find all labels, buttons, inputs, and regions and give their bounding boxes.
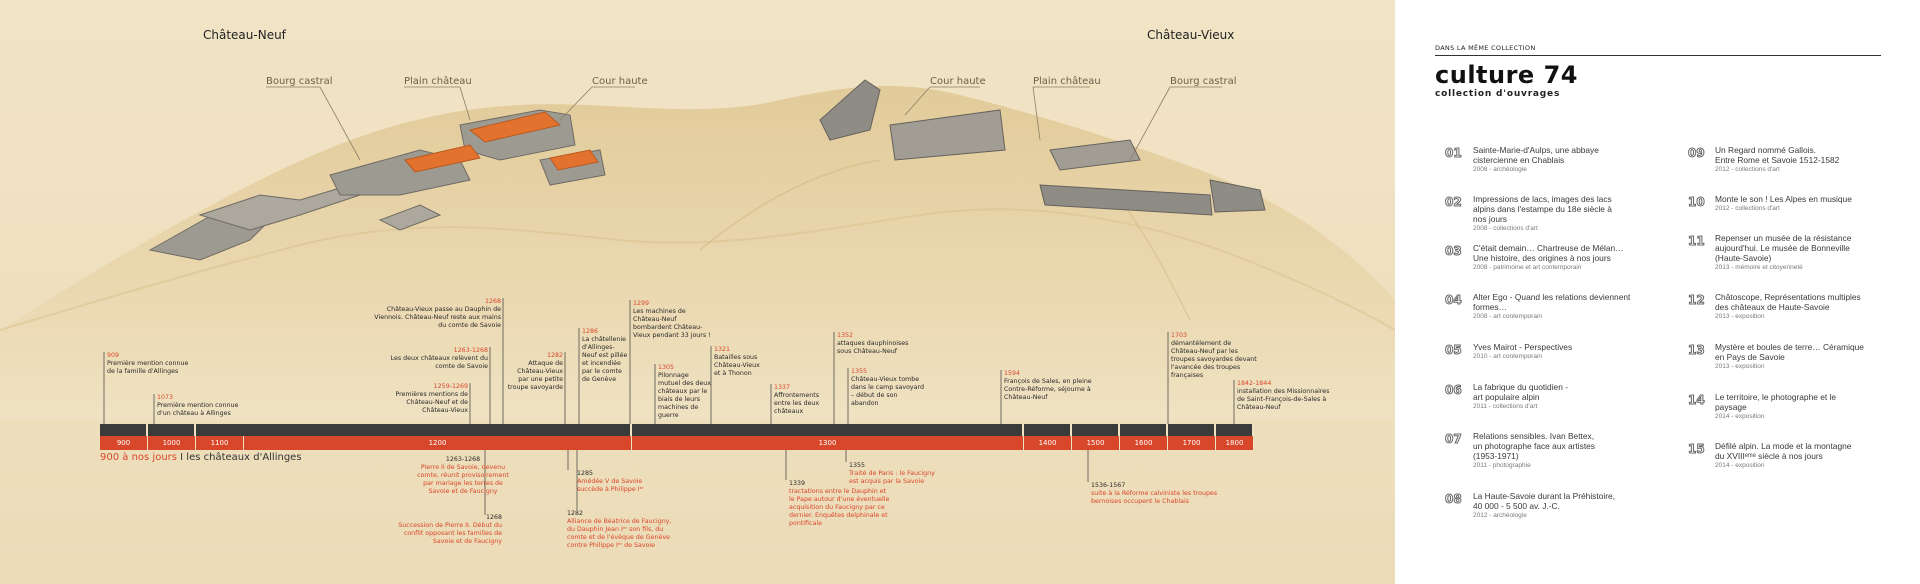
area-label-left-cour: Cour haute bbox=[592, 76, 648, 87]
collection-item[interactable]: La fabrique du quotidien - art populaire… bbox=[1473, 382, 1568, 410]
collection-header: DANS LA MÊME COLLECTION bbox=[1435, 44, 1536, 52]
century-1400: 1400 bbox=[1024, 436, 1072, 450]
century-divider bbox=[196, 424, 632, 436]
collection-item[interactable]: Un Regard nommé Gallois. Entre Rome et S… bbox=[1715, 145, 1840, 173]
collection-item[interactable]: Défilé alpin. La mode et la montagne du … bbox=[1715, 441, 1852, 469]
collection-item-number: 13 bbox=[1688, 343, 1706, 357]
chateau-neuf-roofs bbox=[404, 111, 599, 173]
century-divider bbox=[1072, 424, 1120, 436]
timeline-title-part1: 900 à nos jours bbox=[100, 452, 177, 463]
collection-item[interactable]: Le territoire, le photographe et le pays… bbox=[1715, 392, 1837, 420]
area-label-right-cour: Cour haute bbox=[930, 76, 986, 87]
century-1800: 1800 bbox=[1216, 436, 1254, 450]
collection-item-number: 05 bbox=[1445, 343, 1463, 357]
timeline-dark-bar bbox=[100, 424, 1254, 436]
collection-item-number: 02 bbox=[1445, 195, 1463, 209]
collection-title: culture 74 bbox=[1435, 61, 1578, 89]
collection-item-number: 09 bbox=[1688, 146, 1706, 160]
collection-item-number: 08 bbox=[1445, 492, 1463, 506]
collection-item-number: 04 bbox=[1445, 293, 1463, 307]
timeline-title: 900 à nos jours I les châteaux d'Allinge… bbox=[100, 452, 302, 463]
century-1700: 1700 bbox=[1168, 436, 1216, 450]
collection-item[interactable]: Châtoscope, Représentations multiples de… bbox=[1715, 292, 1861, 320]
collection-item[interactable]: Alter Ego - Quand les relations devienne… bbox=[1473, 292, 1631, 320]
century-1100: 1100 bbox=[196, 436, 244, 450]
collection-item[interactable]: Repenser un musée de la résistance aujou… bbox=[1715, 233, 1852, 271]
collection-panel: DANS LA MÊME COLLECTION culture 74 colle… bbox=[1395, 0, 1920, 584]
chateau-vieux-title: Château-Vieux bbox=[1147, 28, 1235, 42]
century-divider bbox=[148, 424, 196, 436]
collection-header-rule bbox=[1435, 55, 1881, 56]
collection-item[interactable]: La Haute-Savoie durant la Préhistoire, 4… bbox=[1473, 491, 1615, 519]
century-divider bbox=[632, 424, 1024, 436]
timeline-title-separator: I bbox=[176, 452, 187, 463]
collection-item-number: 12 bbox=[1688, 293, 1706, 307]
century-900: 900 bbox=[100, 436, 148, 450]
label-leader-lines bbox=[266, 86, 1222, 161]
event-connectors bbox=[103, 298, 1235, 515]
area-label-right-bourg: Bourg castral bbox=[1170, 76, 1237, 87]
chateau-vieux-ruins bbox=[819, 79, 1266, 216]
century-1600: 1600 bbox=[1120, 436, 1168, 450]
century-1200: 1200 bbox=[244, 436, 632, 450]
timeline-red-bar bbox=[100, 436, 1254, 450]
collection-item-number: 07 bbox=[1445, 432, 1463, 446]
collection-item[interactable]: Relations sensibles. Ivan Bettex, un pho… bbox=[1473, 431, 1595, 469]
chateau-neuf-title: Château-Neuf bbox=[203, 28, 286, 42]
area-label-left-plain: Plain château bbox=[404, 76, 472, 87]
timeline-illustration-panel: Château-Neuf Château-Vieux Bourg castral… bbox=[0, 0, 1395, 584]
collection-item-number: 10 bbox=[1688, 195, 1706, 209]
castle-landscape-illustration bbox=[0, 0, 1395, 584]
collection-subtitle: collection d'ouvrages bbox=[1435, 89, 1561, 99]
collection-item-number: 11 bbox=[1688, 234, 1706, 248]
century-1300: 1300 bbox=[632, 436, 1024, 450]
century-1000: 1000 bbox=[148, 436, 196, 450]
collection-item-number: 01 bbox=[1445, 146, 1463, 160]
area-label-left-bourg: Bourg castral bbox=[266, 76, 333, 87]
collection-item-number: 15 bbox=[1688, 442, 1706, 456]
area-label-right-plain: Plain château bbox=[1033, 76, 1101, 87]
timeline-title-part2: les châteaux d'Allinges bbox=[186, 452, 302, 463]
century-divider bbox=[1024, 424, 1072, 436]
collection-item[interactable]: Sainte-Marie-d'Aulps, une abbaye cisterc… bbox=[1473, 145, 1599, 173]
century-1500: 1500 bbox=[1072, 436, 1120, 450]
century-divider bbox=[1216, 424, 1254, 436]
collection-item-number: 06 bbox=[1445, 383, 1463, 397]
collection-item[interactable]: Impressions de lacs, images des lacs alp… bbox=[1473, 194, 1612, 232]
collection-item-number: 03 bbox=[1445, 244, 1463, 258]
collection-item[interactable]: Mystère et boules de terre… Céramique en… bbox=[1715, 342, 1864, 370]
collection-item[interactable]: C'était demain… Chartreuse de Mélan… Une… bbox=[1473, 243, 1624, 271]
collection-item-number: 14 bbox=[1688, 393, 1706, 407]
century-divider bbox=[1168, 424, 1216, 436]
century-divider bbox=[100, 424, 148, 436]
century-divider bbox=[1120, 424, 1168, 436]
